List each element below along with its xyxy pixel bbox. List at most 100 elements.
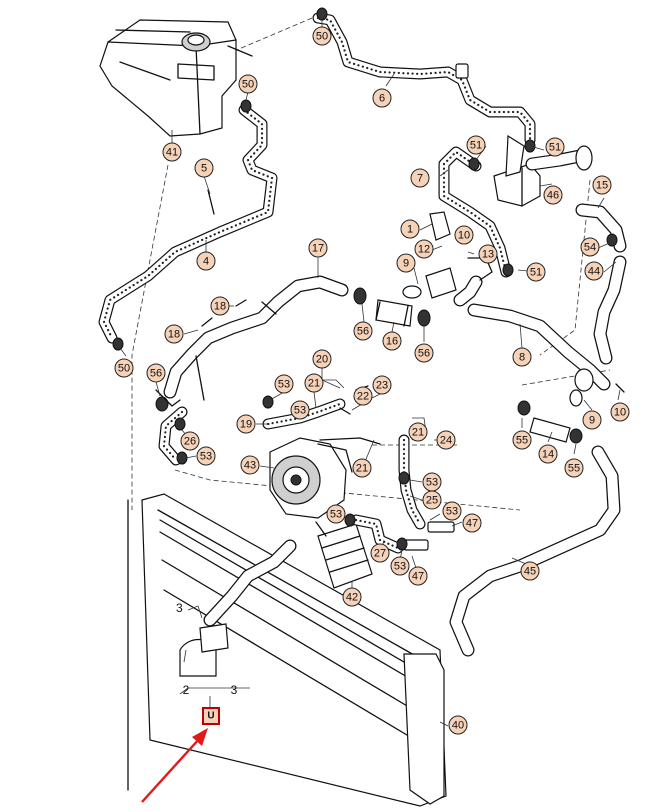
highlight-box: U [202, 707, 220, 725]
callout-53: 53 [274, 374, 294, 394]
callout-circle [582, 410, 602, 430]
callout-41: 41 [162, 142, 182, 162]
plain-label-2: 2 [183, 683, 190, 697]
callout-24: 24 [436, 430, 456, 450]
callout-6: 6 [372, 88, 392, 108]
callout-number: 40 [452, 720, 464, 732]
callout-56: 56 [414, 343, 434, 363]
callout-circle [353, 386, 373, 406]
callout-circle [564, 458, 584, 478]
callout-number: 43 [244, 460, 256, 472]
callout-number: 42 [346, 592, 358, 604]
callout-circle [610, 402, 630, 422]
hose-44 [575, 203, 627, 365]
callout-14: 14 [538, 444, 558, 464]
callout-number: 51 [549, 142, 561, 154]
thermostat-housing [493, 134, 593, 207]
callout-53: 53 [442, 501, 462, 521]
callout-number: 53 [446, 506, 458, 518]
callout-55: 55 [512, 430, 532, 450]
callout-1: 1 [400, 219, 420, 239]
callout-50: 50 [114, 358, 134, 378]
callout-number: 55 [568, 463, 580, 475]
callout-number: 18 [214, 301, 226, 313]
callout-10: 10 [610, 402, 630, 422]
callout-circle [372, 375, 392, 395]
callout-circle [308, 238, 328, 258]
callout-circle [543, 185, 563, 205]
callout-number: 53 [200, 451, 212, 463]
callout-circle [146, 363, 166, 383]
callout-circle [342, 587, 362, 607]
callout-23: 23 [372, 375, 392, 395]
callout-number: 26 [184, 436, 196, 448]
callout-43: 43 [240, 455, 260, 475]
callout-53: 53 [390, 556, 410, 576]
callout-number: 53 [394, 561, 406, 573]
callout-circle [520, 561, 540, 581]
callout-number: 10 [614, 407, 626, 419]
callout-number: 18 [168, 329, 180, 341]
callout-25: 25 [422, 490, 442, 510]
callout-circle [353, 321, 373, 341]
callout-circle [436, 430, 456, 450]
callout-number: 20 [316, 354, 328, 366]
callout-number: 47 [412, 571, 424, 583]
callout-7: 7 [410, 168, 430, 188]
callout-circle [442, 501, 462, 521]
callout-9: 9 [582, 410, 602, 430]
callout-number: 1 [407, 224, 413, 236]
callout-16: 16 [382, 331, 402, 351]
callout-56: 56 [146, 363, 166, 383]
callout-number: 44 [588, 266, 600, 278]
callout-51: 51 [545, 137, 565, 157]
callout-number: 16 [386, 336, 398, 348]
callout-circle [164, 324, 184, 344]
callout-number: 27 [374, 548, 386, 560]
callout-number: 17 [312, 243, 324, 255]
callout-number: 53 [330, 509, 342, 521]
callout-44: 44 [584, 261, 604, 281]
callout-circle [478, 244, 498, 264]
callout-number: 21 [308, 378, 320, 390]
callout-21: 21 [304, 373, 324, 393]
callout-40: 40 [448, 715, 468, 735]
callout-56: 56 [353, 321, 373, 341]
callout-circle [326, 504, 346, 524]
callout-number: 55 [516, 435, 528, 447]
radiator [127, 493, 447, 807]
callout-45: 45 [520, 561, 540, 581]
callout-number: 5 [201, 163, 207, 175]
callout-number: 50 [316, 31, 328, 43]
callout-53: 53 [422, 472, 442, 492]
callout-circle [382, 331, 402, 351]
callout-circle [512, 347, 532, 367]
hose-45 [449, 417, 621, 657]
callout-50: 50 [312, 26, 332, 46]
red-arrow [141, 728, 208, 803]
callout-circle [400, 219, 420, 239]
callout-number: 9 [403, 258, 409, 270]
hose-4 [98, 104, 278, 344]
callout-51: 51 [466, 135, 486, 155]
callout-53: 53 [326, 504, 346, 524]
callout-number: 14 [542, 449, 554, 461]
callout-circle [210, 296, 230, 316]
callout-19: 19 [236, 414, 256, 434]
callout-number: 45 [524, 566, 536, 578]
callout-circle [196, 446, 216, 466]
callout-circle [390, 556, 410, 576]
callout-number: 24 [440, 435, 452, 447]
hose-16 [375, 299, 413, 327]
callout-13: 13 [478, 244, 498, 264]
callout-number: 50 [242, 79, 254, 91]
alternator [269, 437, 353, 519]
callout-circle [580, 237, 600, 257]
callout-18: 18 [210, 296, 230, 316]
oil-cooler [315, 521, 373, 589]
plain-label-3: 3 [176, 601, 183, 615]
callout-circle [304, 373, 324, 393]
